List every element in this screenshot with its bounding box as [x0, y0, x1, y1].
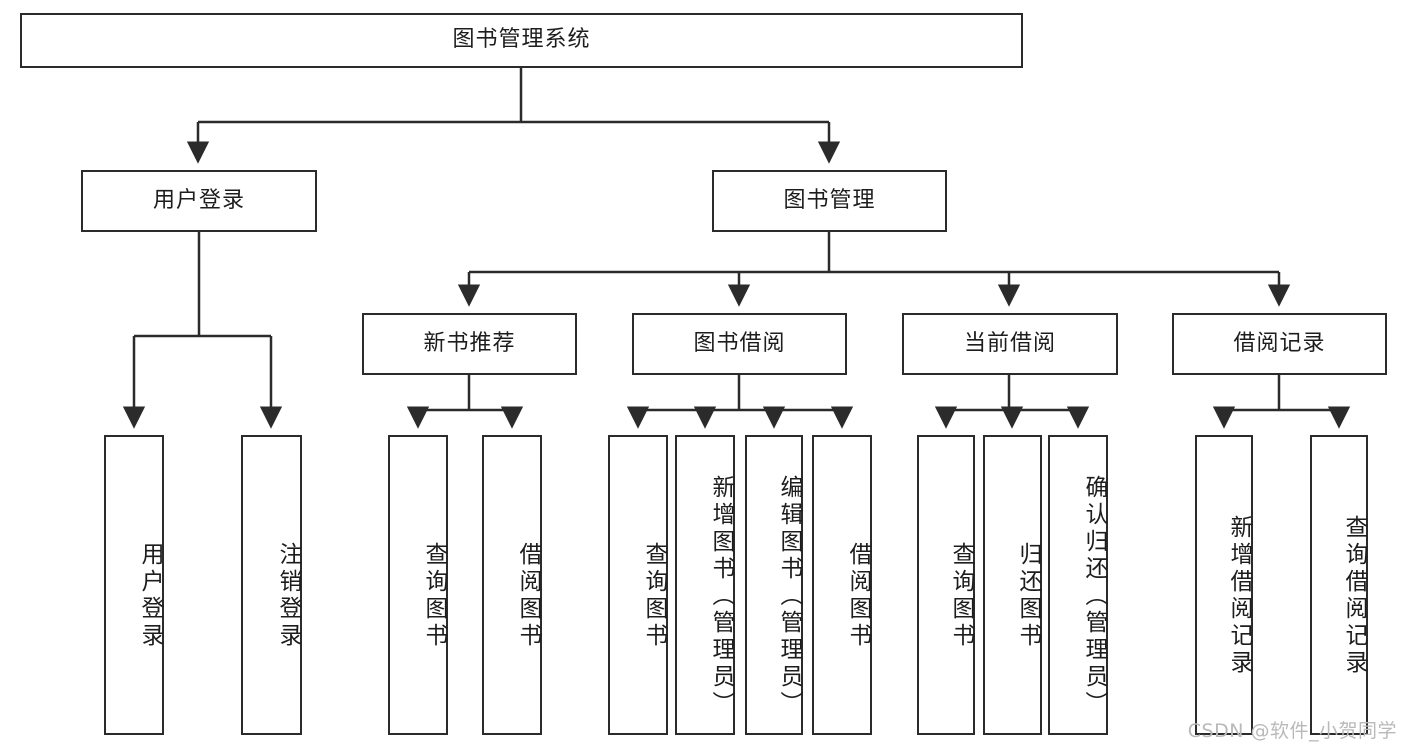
node-leaf-borrow-book-2-label: 借阅图书: [845, 542, 871, 650]
node-leaf-return-book[interactable]: 归还图书: [983, 435, 1042, 735]
node-leaf-logout[interactable]: 注销登录: [241, 435, 302, 735]
node-leaf-edit-book[interactable]: 编辑图书（管理员）: [745, 435, 803, 735]
node-leaf-user-login-label: 用户登录: [137, 542, 163, 650]
node-leaf-query-record-label: 查询借阅记录: [1341, 515, 1367, 677]
node-leaf-confirm-return[interactable]: 确认归还（管理员）: [1048, 435, 1108, 735]
node-current-borrow[interactable]: 当前借阅: [902, 313, 1118, 375]
node-leaf-query-book-2[interactable]: 查询图书: [608, 435, 668, 735]
node-book-borrow[interactable]: 图书借阅: [632, 313, 847, 375]
node-leaf-add-book-label: 新增图书（管理员）: [708, 474, 734, 718]
node-leaf-borrow-book-2[interactable]: 借阅图书: [812, 435, 872, 735]
node-new-book-recommend[interactable]: 新书推荐: [362, 313, 577, 375]
watermark-text: CSDN @软件_小贺同学: [1187, 720, 1397, 742]
node-leaf-add-record[interactable]: 新增借阅记录: [1195, 435, 1253, 735]
node-leaf-logout-label: 注销登录: [275, 542, 301, 650]
node-leaf-confirm-return-label: 确认归还（管理员）: [1081, 474, 1107, 718]
node-borrow-record-label: 借阅记录: [1233, 330, 1326, 356]
node-leaf-user-login[interactable]: 用户登录: [104, 435, 164, 735]
node-leaf-query-record[interactable]: 查询借阅记录: [1310, 435, 1368, 735]
node-book-borrow-label: 图书借阅: [693, 330, 786, 356]
node-root-system[interactable]: 图书管理系统: [20, 13, 1023, 68]
node-leaf-query-book-1[interactable]: 查询图书: [388, 435, 448, 735]
node-leaf-query-book-3[interactable]: 查询图书: [917, 435, 975, 735]
node-root-system-label: 图书管理系统: [452, 27, 591, 53]
node-user-login[interactable]: 用户登录: [81, 170, 317, 232]
node-new-book-recommend-label: 新书推荐: [423, 330, 516, 356]
node-leaf-add-record-label: 新增借阅记录: [1226, 515, 1252, 677]
node-leaf-query-book-2-label: 查询图书: [641, 542, 667, 650]
node-borrow-record[interactable]: 借阅记录: [1172, 313, 1387, 375]
node-leaf-query-book-1-label: 查询图书: [421, 542, 447, 650]
node-leaf-query-book-3-label: 查询图书: [948, 542, 974, 650]
node-current-borrow-label: 当前借阅: [963, 330, 1056, 356]
node-book-manage-label: 图书管理: [783, 187, 876, 213]
node-leaf-edit-book-label: 编辑图书（管理员）: [776, 474, 802, 718]
node-leaf-borrow-book-1[interactable]: 借阅图书: [482, 435, 542, 735]
node-leaf-borrow-book-1-label: 借阅图书: [515, 542, 541, 650]
node-leaf-add-book[interactable]: 新增图书（管理员）: [675, 435, 735, 735]
node-book-manage[interactable]: 图书管理: [712, 170, 947, 232]
node-leaf-return-book-label: 归还图书: [1015, 542, 1041, 650]
node-user-login-label: 用户登录: [152, 187, 245, 213]
